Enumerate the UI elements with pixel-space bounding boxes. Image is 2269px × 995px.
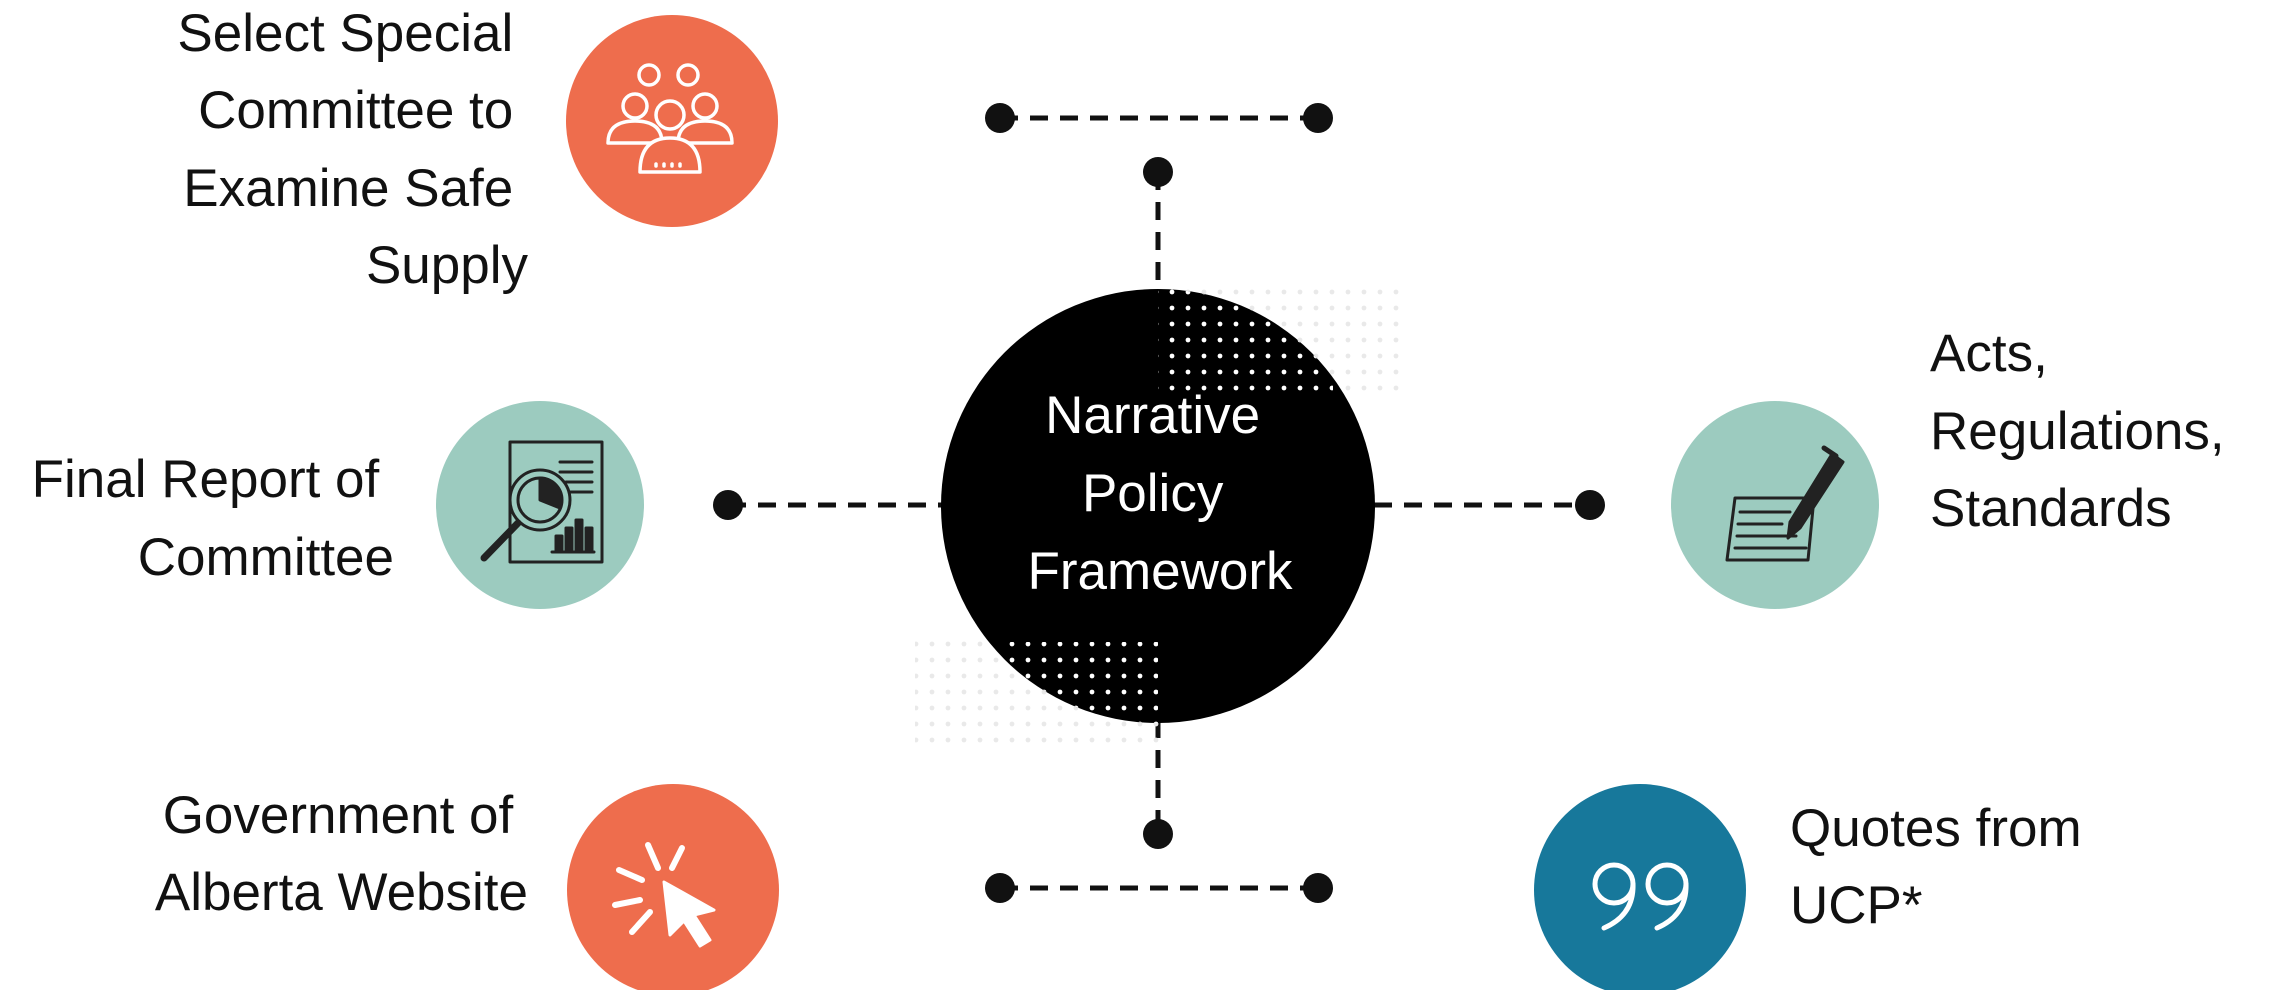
node-label-line: Committee xyxy=(138,528,394,587)
node-circle xyxy=(1534,784,1746,995)
report-magnifier-icon xyxy=(480,440,604,564)
node-circle xyxy=(1671,401,1879,609)
node-label-line: Supply xyxy=(366,236,529,295)
center-label-line: Policy xyxy=(1082,464,1224,523)
source-node-committee: Select Special Committee to Examine Safe… xyxy=(177,4,778,295)
node-label-line: Final Report of xyxy=(32,450,380,509)
pen-document-icon xyxy=(1725,445,1845,562)
cursor-click-icon xyxy=(612,842,716,948)
node-label-line: Regulations, xyxy=(1930,402,2225,461)
source-node-quotes: Quotes from UCP* xyxy=(1534,784,2096,995)
node-label: Acts, Regulations, Standards xyxy=(1930,324,2239,538)
node-label-line: Committee to xyxy=(198,81,513,140)
node-label-line: UCP* xyxy=(1790,876,1923,935)
quote-marks-icon xyxy=(1592,862,1689,931)
node-label: Select Special Committee to Examine Safe… xyxy=(177,4,528,295)
connector-left xyxy=(713,490,942,520)
node-label-line: Select Special xyxy=(177,4,513,63)
center-label-line: Framework xyxy=(1027,542,1293,601)
node-label-line: Acts, xyxy=(1930,324,2048,383)
center-node: Narrative Policy Framework xyxy=(941,289,1375,723)
source-node-final-report: Final Report of Committee xyxy=(32,401,644,609)
source-node-acts: Acts, Regulations, Standards xyxy=(1671,324,2239,609)
connector-right xyxy=(1374,490,1605,520)
node-label-line: Examine Safe xyxy=(183,159,513,218)
node-circle xyxy=(566,15,778,227)
connector-top xyxy=(985,103,1333,292)
node-label: Government of Alberta Website xyxy=(155,786,528,922)
node-label: Quotes from UCP* xyxy=(1790,799,2096,935)
center-label-line: Narrative xyxy=(1045,386,1260,445)
source-node-gov-website: Government of Alberta Website xyxy=(155,784,779,995)
node-label-line: Standards xyxy=(1930,479,2172,538)
node-label: Final Report of Committee xyxy=(32,450,394,587)
center-label: Narrative Policy Framework xyxy=(1027,386,1293,601)
node-label-line: Quotes from xyxy=(1790,799,2082,858)
people-group-icon xyxy=(606,63,734,174)
node-label-line: Alberta Website xyxy=(155,863,528,922)
connector-bottom xyxy=(985,720,1333,903)
node-label-line: Government of xyxy=(163,786,514,845)
